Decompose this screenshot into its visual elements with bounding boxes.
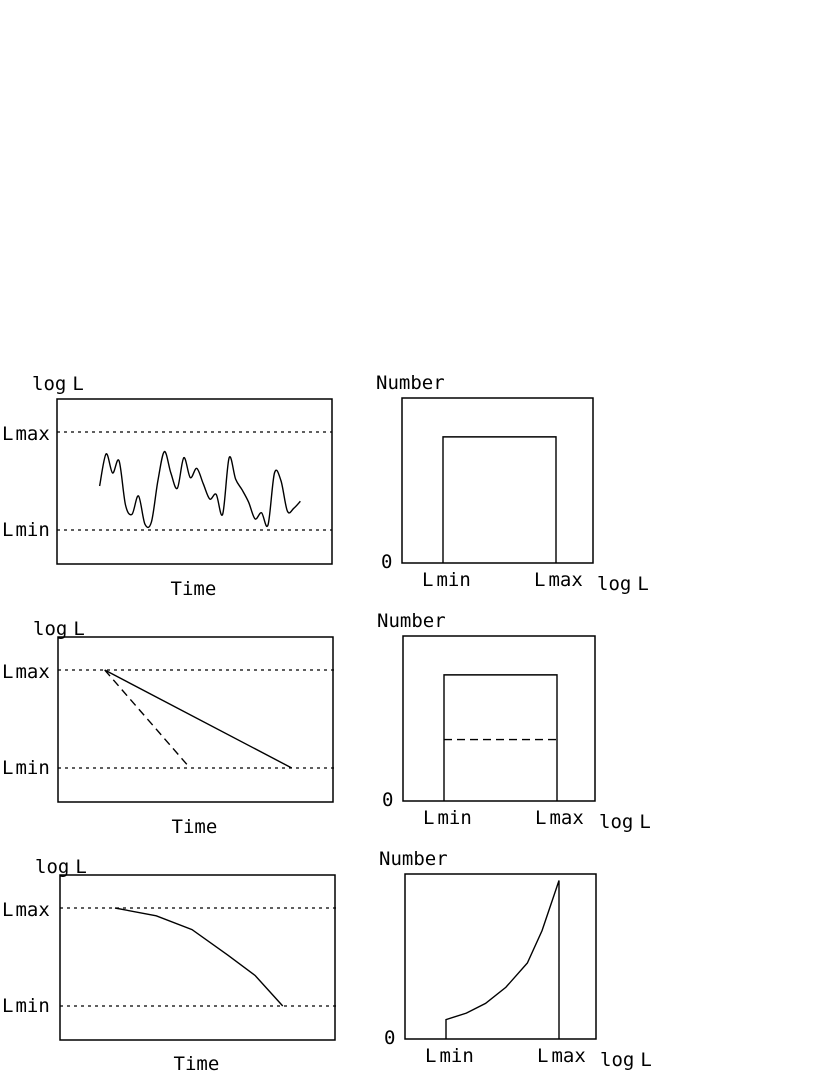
time-panel-3-lmin-label-part-0: L bbox=[2, 995, 13, 1017]
histogram-panel-3-tick-lmin-part-0: L bbox=[425, 1045, 436, 1067]
histogram-panel-2-tick-lmax-part-0: L bbox=[535, 807, 546, 829]
histogram-panel-1-xlabel-part-0: log bbox=[597, 573, 631, 595]
histogram-panel-1-tick-lmin-part-0: L bbox=[422, 569, 433, 591]
time-panel-3-ylabel-part-0: log bbox=[35, 856, 69, 878]
histogram-panel-1-xlabel: log L bbox=[597, 573, 649, 595]
histogram-panel-2-tick-lmax-part-1: max bbox=[549, 807, 583, 829]
histogram-panel-2-xlabel: log L bbox=[599, 811, 651, 833]
time-panel-3-lmax-label-part-0: L bbox=[2, 899, 13, 921]
time-panel-2-decay-line-1 bbox=[104, 669, 293, 769]
histogram-panel-1-tick-lmax-part-1: max bbox=[548, 569, 582, 591]
time-panel-3-ylabel-part-1: L bbox=[75, 856, 86, 878]
time-panel-2-lmin-label-part-0: L bbox=[2, 757, 13, 779]
histogram-panel-2-distribution bbox=[443, 674, 558, 801]
histogram-panel-2-tick-lmin-part-1: min bbox=[437, 807, 471, 829]
histogram-panel-1-tick-lmax-part-0: L bbox=[534, 569, 545, 591]
histogram-panel-3-tick-lmin-part-1: min bbox=[439, 1045, 473, 1067]
time-panel-2-lmax-label-part-1: max bbox=[15, 661, 49, 683]
time-panel-2-ylabel: log L bbox=[33, 618, 85, 640]
histogram-panel-1-ylabel: Number bbox=[376, 372, 445, 394]
time-panel-2-lmax-label-part-0: L bbox=[2, 661, 13, 683]
histogram-panel-3-ylabel: Number bbox=[379, 848, 448, 870]
histogram-panel-1-zero: 0 bbox=[381, 551, 392, 573]
time-panel-1-lmax-label-part-0: L bbox=[2, 423, 13, 445]
histogram-panel-1-frame bbox=[401, 397, 594, 564]
histogram-panel-2-tick-lmin-part-0: L bbox=[423, 807, 434, 829]
time-panel-1-lmin-label-part-0: L bbox=[2, 519, 13, 541]
histogram-panel-2-xlabel-part-1: L bbox=[639, 811, 650, 833]
histogram-panel-1-xlabel-part-1: L bbox=[637, 573, 648, 595]
histogram-panel-3-xlabel-part-1: L bbox=[640, 1049, 651, 1071]
time-panel-3-frame bbox=[59, 874, 336, 1041]
histogram-panel-3-xlabel-part-0: log bbox=[600, 1049, 634, 1071]
histogram-panel-1-distribution bbox=[442, 436, 557, 563]
histogram-panel-3-xlabel: log L bbox=[600, 1049, 652, 1071]
time-panel-1-luminosity-curve bbox=[98, 450, 301, 529]
histogram-panel-2-xlabel-part-0: log bbox=[599, 811, 633, 833]
time-panel-3-lmax-label-part-1: max bbox=[15, 899, 49, 921]
histogram-panel-3-frame bbox=[404, 873, 597, 1040]
time-panel-1-frame bbox=[56, 398, 333, 565]
time-panel-2-ylabel-part-0: log bbox=[33, 618, 67, 640]
time-panel-2-lmin-label-part-1: min bbox=[15, 757, 49, 779]
time-panel-1-xlabel: Time bbox=[171, 578, 217, 600]
time-panel-1-lmin-label-part-1: min bbox=[15, 519, 49, 541]
histogram-panel-3-tick-lmax-part-0: L bbox=[537, 1045, 548, 1067]
time-panel-2-xlabel: Time bbox=[172, 816, 218, 838]
histogram-panel-2-zero: 0 bbox=[382, 789, 393, 811]
time-panel-2-ylabel-part-1: L bbox=[73, 618, 84, 640]
time-panel-3-ylabel: log L bbox=[35, 856, 87, 878]
time-panel-3-lmin-label-part-1: min bbox=[15, 995, 49, 1017]
histogram-panel-1-tick-lmin-part-1: min bbox=[436, 569, 470, 591]
time-panel-1-ylabel: log L bbox=[32, 373, 84, 395]
time-panel-2-frame bbox=[57, 636, 334, 803]
time-panel-3-xlabel: Time bbox=[174, 1053, 220, 1075]
time-panel-1-ylabel-part-0: log bbox=[32, 373, 66, 395]
histogram-panel-3-distribution bbox=[445, 880, 560, 1039]
time-panel-2-decay-line-2 bbox=[104, 669, 191, 769]
time-panel-1-ylabel-part-1: L bbox=[72, 373, 83, 395]
histogram-panel-2-frame bbox=[402, 635, 596, 802]
time-panel-1-lmax-label-part-1: max bbox=[15, 423, 49, 445]
histogram-panel-3-zero: 0 bbox=[384, 1027, 395, 1049]
histogram-panel-3-tick-lmax-part-1: max bbox=[551, 1045, 585, 1067]
time-panel-3-decay-curve bbox=[114, 907, 284, 1007]
histogram-panel-2-ylabel: Number bbox=[377, 610, 446, 632]
